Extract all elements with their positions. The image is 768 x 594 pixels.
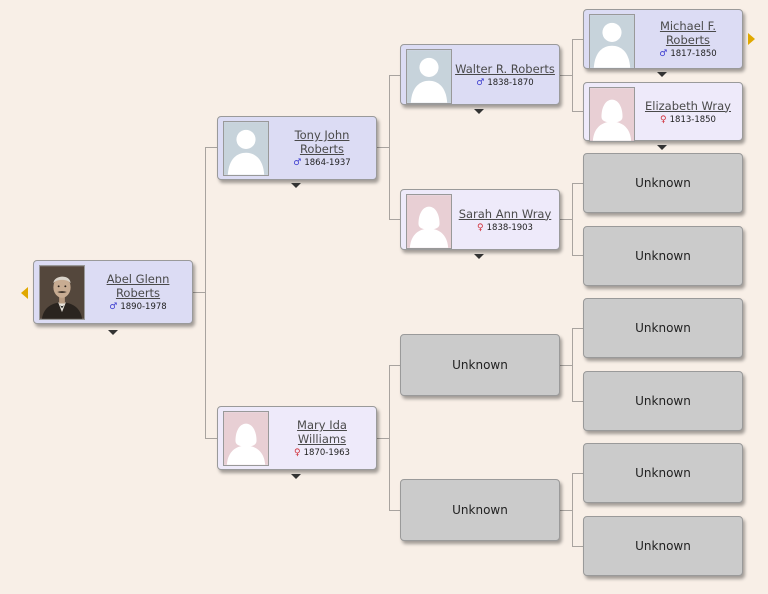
expand-caret-icon[interactable]	[291, 183, 301, 188]
male-symbol-icon: ♂	[476, 77, 485, 88]
person-dates: ♀1838-1903	[477, 222, 533, 233]
female-silhouette-icon	[589, 87, 635, 142]
person-dates: ♀1813-1850	[660, 114, 716, 125]
unknown-person-card[interactable]: Unknown	[583, 371, 743, 431]
connector-line	[205, 147, 217, 148]
connector-line	[572, 183, 573, 256]
navigate-right-arrow-icon[interactable]	[748, 33, 755, 45]
unknown-label: Unknown	[635, 321, 691, 335]
person-card-abel-glenn-roberts[interactable]: Abel Glenn Roberts ♂1890-1978	[33, 260, 193, 324]
unknown-label: Unknown	[635, 176, 691, 190]
person-card-elizabeth-wray[interactable]: Elizabeth Wray ♀1813-1850	[583, 82, 743, 142]
female-symbol-icon: ♀	[477, 222, 484, 233]
connector-line	[572, 328, 573, 402]
person-name-link[interactable]: Michael F. Roberts	[659, 19, 717, 47]
unknown-label: Unknown	[452, 358, 508, 372]
male-symbol-icon: ♂	[293, 158, 302, 168]
connector-line	[572, 473, 583, 474]
person-dates: ♀1870-1963	[294, 448, 350, 458]
connector-line	[560, 365, 572, 366]
connector-line	[572, 111, 583, 112]
unknown-person-card[interactable]: Unknown	[583, 298, 743, 358]
expand-caret-icon[interactable]	[657, 72, 667, 77]
connector-line	[377, 147, 389, 148]
connector-line	[572, 39, 573, 112]
expand-caret-icon[interactable]	[657, 145, 667, 150]
male-silhouette-icon	[223, 121, 269, 176]
connector-line	[572, 39, 583, 40]
connector-line	[572, 473, 573, 547]
connector-line	[389, 510, 400, 511]
connector-line	[572, 401, 583, 402]
female-symbol-icon: ♀	[294, 448, 301, 458]
unknown-label: Unknown	[635, 394, 691, 408]
connector-line	[389, 365, 390, 511]
portrait-photo	[39, 265, 85, 320]
person-name-link[interactable]: Walter R. Roberts	[455, 61, 555, 76]
expand-caret-icon[interactable]	[474, 109, 484, 114]
person-dates: ♂1817-1850	[659, 49, 717, 59]
person-dates: ♂1890-1978	[109, 302, 167, 312]
person-name-link[interactable]: Abel Glenn Roberts	[106, 272, 170, 300]
person-dates: ♂1838-1870	[476, 77, 534, 88]
person-name-link[interactable]: Elizabeth Wray	[644, 98, 731, 113]
connector-line	[205, 438, 217, 439]
unknown-person-card[interactable]: Unknown	[400, 479, 560, 541]
connector-line	[377, 438, 389, 439]
person-card-tony-john-roberts[interactable]: Tony John Roberts ♂1864-1937	[217, 116, 377, 180]
male-silhouette-icon	[589, 14, 635, 69]
person-card-sarah-ann-wray[interactable]: Sarah Ann Wray ♀1838-1903	[400, 189, 560, 250]
navigate-left-arrow-icon[interactable]	[21, 287, 28, 299]
connector-line	[572, 328, 583, 329]
expand-caret-icon[interactable]	[474, 254, 484, 259]
male-symbol-icon: ♂	[109, 302, 118, 312]
person-name-link[interactable]: Mary Ida Williams	[297, 418, 347, 446]
connector-line	[560, 75, 572, 76]
connector-line	[389, 219, 400, 220]
unknown-person-card[interactable]: Unknown	[400, 334, 560, 396]
person-card-michael-f-roberts[interactable]: Michael F. Roberts ♂1817-1850	[583, 9, 743, 69]
person-name-link[interactable]: Sarah Ann Wray	[458, 206, 552, 221]
connector-line	[560, 510, 572, 511]
person-name-link[interactable]: Tony John Roberts	[294, 128, 350, 156]
male-silhouette-icon	[406, 49, 452, 104]
connector-line	[389, 365, 400, 366]
unknown-label: Unknown	[452, 503, 508, 517]
female-symbol-icon: ♀	[660, 114, 667, 125]
expand-caret-icon[interactable]	[291, 474, 301, 479]
connector-line	[389, 75, 390, 220]
expand-caret-icon[interactable]	[108, 330, 118, 335]
unknown-person-card[interactable]: Unknown	[583, 153, 743, 213]
female-silhouette-icon	[223, 411, 269, 466]
female-silhouette-icon	[406, 194, 452, 249]
connector-line	[572, 183, 583, 184]
connector-line	[205, 147, 206, 439]
unknown-person-card[interactable]: Unknown	[583, 443, 743, 503]
person-card-walter-r-roberts[interactable]: Walter R. Roberts ♂1838-1870	[400, 44, 560, 105]
connector-line	[572, 255, 583, 256]
male-symbol-icon: ♂	[659, 49, 668, 59]
connector-line	[193, 292, 205, 293]
connector-line	[560, 219, 572, 220]
connector-line	[389, 75, 400, 76]
unknown-label: Unknown	[635, 466, 691, 480]
unknown-label: Unknown	[635, 249, 691, 263]
unknown-label: Unknown	[635, 539, 691, 553]
connector-line	[572, 546, 583, 547]
person-card-mary-ida-williams[interactable]: Mary Ida Williams ♀1870-1963	[217, 406, 377, 470]
unknown-person-card[interactable]: Unknown	[583, 516, 743, 576]
unknown-person-card[interactable]: Unknown	[583, 226, 743, 286]
person-dates: ♂1864-1937	[293, 158, 351, 168]
